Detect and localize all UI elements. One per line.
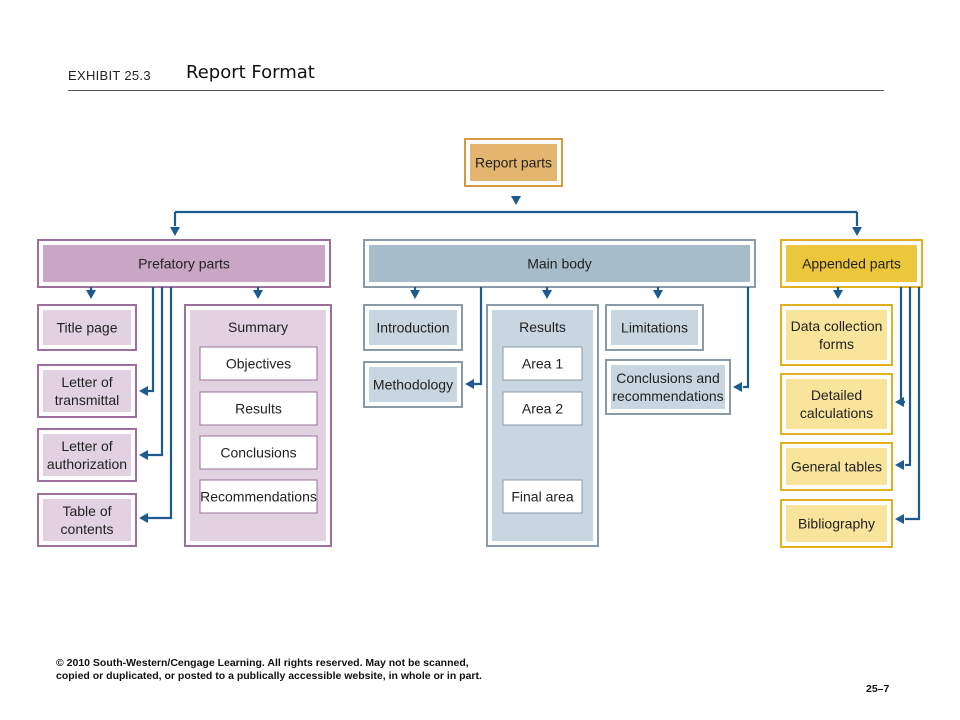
appended-side-line-1 <box>899 287 905 404</box>
results-item-area-2: Area 2 <box>502 391 583 426</box>
results-arrow-head <box>542 290 552 299</box>
main-body-box-label: Main body <box>527 256 592 272</box>
summary-arrow-head <box>253 290 263 299</box>
prefatory-side-arrow-head-2 <box>139 450 148 460</box>
main-body-box: Main body <box>363 239 756 288</box>
prefatory-side-arrow-head-1 <box>139 386 148 396</box>
appended-side-arrow-head-3 <box>895 514 904 524</box>
appended-parts-box-label: Appended parts <box>802 256 901 272</box>
summary-item-objectives: Objectives <box>199 346 318 381</box>
main-item-methodology: Methodology <box>363 361 463 408</box>
prefatory-arrow-head <box>170 227 180 236</box>
appended-side-arrow-head-2 <box>895 460 904 470</box>
prefatory-parts-box-label: Prefatory parts <box>138 256 230 272</box>
results-item-area-2-label: Area 2 <box>522 401 563 417</box>
appended-arrow-head <box>852 227 862 236</box>
prefatory-side-arrow-head-3 <box>139 513 148 523</box>
appended-side-arrow-head-1 <box>895 397 904 407</box>
results-box-label: Results <box>519 319 566 335</box>
main-item-methodology-label: Methodology <box>373 377 453 393</box>
summary-item-results-label: Results <box>235 401 282 417</box>
conclusions-side-line <box>743 287 750 389</box>
exhibit-number: EXHIBIT 25.3 <box>68 68 151 83</box>
results-item-area-1-label: Area 1 <box>522 356 563 372</box>
appended-item-bibliography-label: Bibliography <box>798 516 875 532</box>
prefatory-item-title-page: Title page <box>37 304 137 351</box>
methodology-arrow-head <box>465 379 474 389</box>
report-parts-box-label: Report parts <box>475 155 552 171</box>
limitations-arrow-head <box>653 290 663 299</box>
main-item-limitations: Limitations <box>605 304 704 351</box>
prefatory-side-line-3 <box>148 287 173 520</box>
exhibit-title: Report Format <box>186 62 315 83</box>
appended-parts-box: Appended parts <box>780 239 923 288</box>
appended-item-bibliography: Bibliography <box>780 499 893 548</box>
main-item-introduction-label: Introduction <box>376 320 449 336</box>
data-collection-arrow-head <box>833 290 843 299</box>
results-item-final-area-label: Final area <box>511 489 573 505</box>
report-parts-box: Report parts <box>464 138 563 187</box>
main-item-limitations-label: Limitations <box>621 320 688 336</box>
introduction-arrow-head <box>410 290 420 299</box>
prefatory-item-title-page-label: Title page <box>57 320 118 336</box>
exhibit-header: EXHIBIT 25.3 Report Format <box>68 62 884 91</box>
results-item-final-area: Final area <box>502 479 583 514</box>
prefatory-parts-box: Prefatory parts <box>37 239 331 288</box>
summary-item-recommendations: Recommendations <box>199 479 318 514</box>
appended-item-general-tables-label: General tables <box>791 459 882 475</box>
appended-side-line-2 <box>905 287 912 467</box>
methodology-side-line <box>474 287 483 386</box>
conclusions-arrow-head <box>733 382 742 392</box>
prefatory-side-line-2 <box>148 287 164 457</box>
root-arrow-head <box>511 196 521 205</box>
summary-item-conclusions-label: Conclusions <box>220 445 296 461</box>
summary-item-objectives-label: Objectives <box>226 356 291 372</box>
appended-side-line-3 <box>905 287 921 521</box>
appended-item-general-tables: General tables <box>780 442 893 491</box>
main-item-introduction: Introduction <box>363 304 463 351</box>
summary-item-results: Results <box>199 391 318 426</box>
copyright-notice: © 2010 South-Western/Cengage Learning. A… <box>56 657 482 682</box>
page-number: 25–7 <box>866 683 890 695</box>
summary-box-label: Summary <box>228 319 288 335</box>
results-item-area-1: Area 1 <box>502 346 583 381</box>
title-page-arrow-head <box>86 290 96 299</box>
summary-item-conclusions: Conclusions <box>199 435 318 470</box>
prefatory-side-line-1 <box>148 287 155 393</box>
summary-item-recommendations-label: Recommendations <box>200 489 317 505</box>
